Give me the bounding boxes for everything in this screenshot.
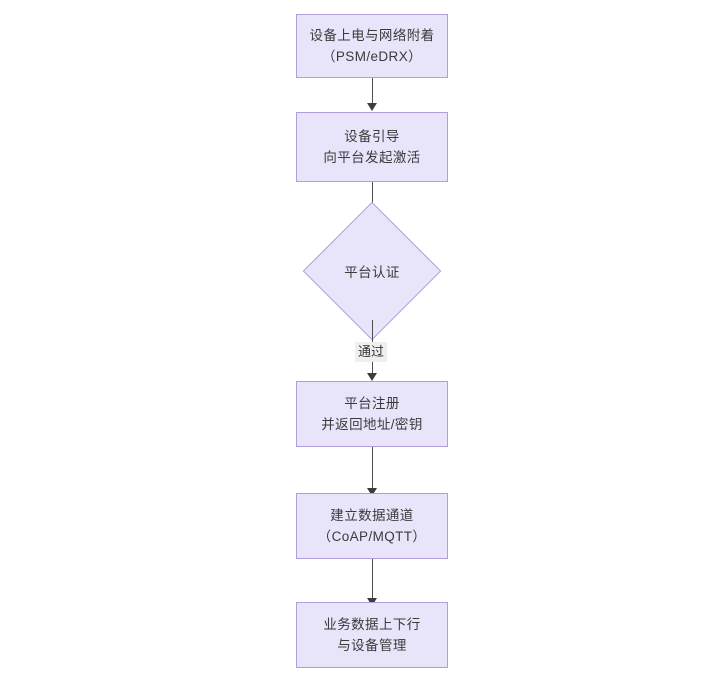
node-data-channel-setup[interactable]: 建立数据通道 （CoAP/MQTT） xyxy=(296,493,448,559)
node-text-line: 并返回地址/密钥 xyxy=(321,417,423,432)
node-platform-registration[interactable]: 平台注册 并返回地址/密钥 xyxy=(296,381,448,447)
arrowhead-icon xyxy=(367,488,377,496)
node-text-line: 平台认证 xyxy=(344,265,400,280)
node-text-line: （CoAP/MQTT） xyxy=(317,529,427,544)
edge-n4-n5 xyxy=(371,447,373,490)
edge-label-pass: 通过 xyxy=(355,342,388,362)
node-text-line: 平台注册 xyxy=(344,396,400,411)
edge-n2-n3 xyxy=(371,182,373,216)
node-device-bootstrap[interactable]: 设备引导 向平台发起激活 xyxy=(296,112,448,182)
node-device-power-on[interactable]: 设备上电与网络附着 （PSM/eDRX） xyxy=(296,14,448,78)
edge-n1-n2 xyxy=(371,78,373,104)
node-platform-authentication[interactable]: 平台认证 xyxy=(302,201,442,341)
arrowhead-icon xyxy=(367,103,377,111)
node-text-line: 设备上电与网络附着 xyxy=(309,28,435,43)
arrowhead-icon xyxy=(367,373,377,381)
node-text-line: 业务数据上下行 xyxy=(323,617,421,632)
node-text-line: 与设备管理 xyxy=(337,638,407,653)
node-text-line: 设备引导 xyxy=(344,129,400,144)
node-business-data-management[interactable]: 业务数据上下行 与设备管理 xyxy=(296,602,448,668)
edge-n5-n6 xyxy=(371,559,373,602)
node-text-line: 建立数据通道 xyxy=(330,508,414,523)
node-text-line: （PSM/eDRX） xyxy=(321,49,423,64)
node-text-line: 向平台发起激活 xyxy=(323,150,421,165)
